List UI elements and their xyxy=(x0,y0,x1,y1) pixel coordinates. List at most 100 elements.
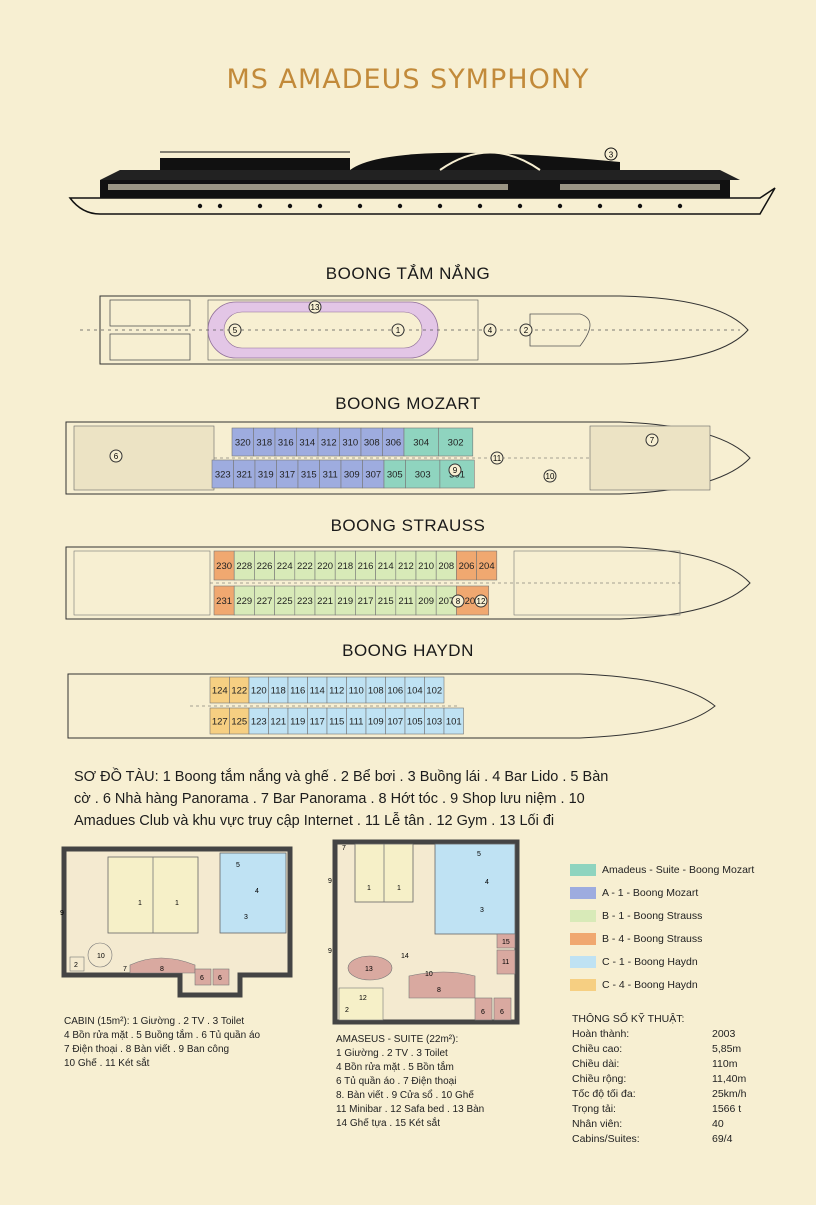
spec-label: Chiều rộng: xyxy=(572,1073,627,1085)
deck-key: SƠ ĐỒ TÀU: 1 Boong tắm nắng và ghế . 2 B… xyxy=(74,766,774,832)
suite-num-7: 7 xyxy=(342,845,346,852)
cabin-room-number: 229 xyxy=(236,596,252,607)
cabin-room-number: 230 xyxy=(216,561,232,572)
sun-marker-1: 1 xyxy=(396,326,401,335)
cabin-room-number: 206 xyxy=(459,561,475,572)
legend-swatch xyxy=(570,909,596,922)
suite-floor-plan: 7 9 1 1 5 4 3 15 11 14 13 10 12 2 8 6 6 … xyxy=(328,839,520,1025)
cabin-room-number: 110 xyxy=(349,686,364,697)
deck-title-strauss: BOONG STRAUSS xyxy=(330,516,486,535)
cabin-num-1: 1 xyxy=(138,900,142,907)
cabin-room-number: 302 xyxy=(448,438,464,449)
legend-label: B - 1 - Boong Strauss xyxy=(602,909,703,922)
suite-line: 14 Ghế tựa . 15 Két sắt xyxy=(336,1118,440,1129)
mozart-marker-6: 6 xyxy=(114,452,119,461)
cabin-line: 10 Ghế . 11 Két sắt xyxy=(64,1058,150,1069)
spec-label: Trọng tải: xyxy=(572,1103,616,1115)
suite-description: AMASEUS - SUITE (22m²): 1 Giường . 2 TV … xyxy=(336,1033,484,1131)
cabin-room-number: 106 xyxy=(387,686,403,697)
cabin-room-number: 218 xyxy=(337,561,353,572)
cabin-room-number: 211 xyxy=(398,596,413,607)
cabin-room-number: 306 xyxy=(385,438,401,449)
suite-line: 11 Minibar . 12 Safa bed . 13 Bàn xyxy=(336,1104,485,1115)
legend-label: C - 1 - Boong Haydn xyxy=(602,955,698,968)
cabin-room xyxy=(476,550,498,581)
cabin-description: CABIN (15m²): 1 Giường . 2 TV . 3 Toilet… xyxy=(64,1015,260,1071)
cabin-room-number: 318 xyxy=(256,438,272,449)
cabin-room-number: 220 xyxy=(317,561,333,572)
cabin-room-number: 124 xyxy=(212,686,228,697)
key-line: SƠ ĐỒ TÀU: 1 Boong tắm nắng và ghế . 2 B… xyxy=(74,769,609,785)
legend-swatch xyxy=(570,955,596,968)
cabin-room xyxy=(438,427,474,457)
spec-label: Chiều cao: xyxy=(572,1043,623,1055)
spec-value: 69/4 xyxy=(712,1133,733,1145)
cabin-room-number: 104 xyxy=(407,686,423,697)
legend-label: A - 1 - Boong Mozart xyxy=(602,886,699,899)
legend-item: C - 4 - Boong Haydn xyxy=(570,973,810,996)
ship-profile: 3 xyxy=(68,147,776,215)
cabin-room-number: 315 xyxy=(301,470,317,481)
cabin-num-1: 1 xyxy=(175,900,179,907)
cabin-room-number: 305 xyxy=(387,470,403,481)
cabin-num-6: 6 xyxy=(200,975,204,982)
cabin-room-number: 227 xyxy=(257,596,273,607)
sun-marker-4: 4 xyxy=(488,326,493,335)
suite-num-4: 4 xyxy=(485,879,489,886)
spec-row: Tốc độ tối đa:25km/h xyxy=(572,1088,772,1103)
legend-label: Amadeus - Suite - Boong Mozart xyxy=(602,863,755,876)
suite-num-14: 14 xyxy=(401,953,409,960)
cabin-room-number: 228 xyxy=(236,561,252,572)
legend-item: B - 4 - Boong Strauss xyxy=(570,927,810,950)
legend-swatch xyxy=(570,863,596,876)
cabin-room-number: 103 xyxy=(426,717,442,728)
spec-row: Trọng tải:1566 t xyxy=(572,1103,772,1118)
spec-row: Hoàn thành:2003 xyxy=(572,1028,772,1043)
cabin-room-number: 209 xyxy=(418,596,434,607)
mozart-bottom-rooms: 323321319317315311309307305303301 xyxy=(211,459,475,489)
suite-line: 1 Giường . 2 TV . 3 Toilet xyxy=(336,1048,448,1059)
legend-swatch xyxy=(570,978,596,991)
cabin-room-number: 111 xyxy=(349,717,363,728)
suite-line: 6 Tủ quần áo . 7 Điện thoại xyxy=(336,1076,457,1087)
sun-deck-plan: 13 5 1 4 2 xyxy=(80,295,749,365)
spec-row: Nhân viên:40 xyxy=(572,1118,772,1133)
cabin-room-number: 210 xyxy=(418,561,434,572)
deck-title-mozart: BOONG MOZART xyxy=(335,394,481,413)
cabin-num-10: 10 xyxy=(97,953,105,960)
cabin-num-5: 5 xyxy=(236,862,240,869)
cabin-room-number: 319 xyxy=(258,470,274,481)
cabin-legend: Amadeus - Suite - Boong Mozart A - 1 - B… xyxy=(570,858,810,996)
key-line: Amadues Club và khu vực truy cập Interne… xyxy=(74,813,555,829)
suite-line: AMASEUS - SUITE (22m²): xyxy=(336,1034,459,1045)
cabin-room-number: 119 xyxy=(290,717,305,728)
cabin-room-number: 112 xyxy=(329,686,344,697)
cabin-room-number: 231 xyxy=(216,596,232,607)
cabin-room-number: 208 xyxy=(438,561,454,572)
cabin-room-number: 320 xyxy=(235,438,251,449)
suite-num-8: 8 xyxy=(437,987,441,994)
spec-value: 40 xyxy=(712,1118,724,1130)
cabin-room xyxy=(405,459,441,489)
suite-num-12: 12 xyxy=(359,995,367,1002)
cabin-line: 4 Bồn rửa mặt . 5 Buồng tắm . 6 Tủ quần … xyxy=(64,1030,261,1041)
cabin-num-2: 2 xyxy=(74,962,78,969)
cabin-room-number: 312 xyxy=(321,438,337,449)
cabin-room-number: 117 xyxy=(310,717,325,728)
spec-value: 11,40m xyxy=(712,1073,747,1085)
suite-num-1: 1 xyxy=(367,885,371,892)
cabin-room-number: 203 xyxy=(465,596,481,607)
specs-heading: THÔNG SỐ KỸ THUẬT: xyxy=(572,1013,685,1025)
mozart-marker-7: 7 xyxy=(650,436,655,445)
cabin-room xyxy=(403,427,439,457)
cabin-room-number: 323 xyxy=(215,470,231,481)
legend-swatch xyxy=(570,886,596,899)
pilot-house-marker: 3 xyxy=(609,151,614,160)
cabin-room-number: 303 xyxy=(415,470,431,481)
cabin-room-number: 316 xyxy=(278,438,294,449)
cabin-room-number: 212 xyxy=(398,561,414,572)
cabin-line: CABIN (15m²): 1 Giường . 2 TV . 3 Toilet xyxy=(64,1016,245,1027)
cabin-room-number: 224 xyxy=(277,561,293,572)
